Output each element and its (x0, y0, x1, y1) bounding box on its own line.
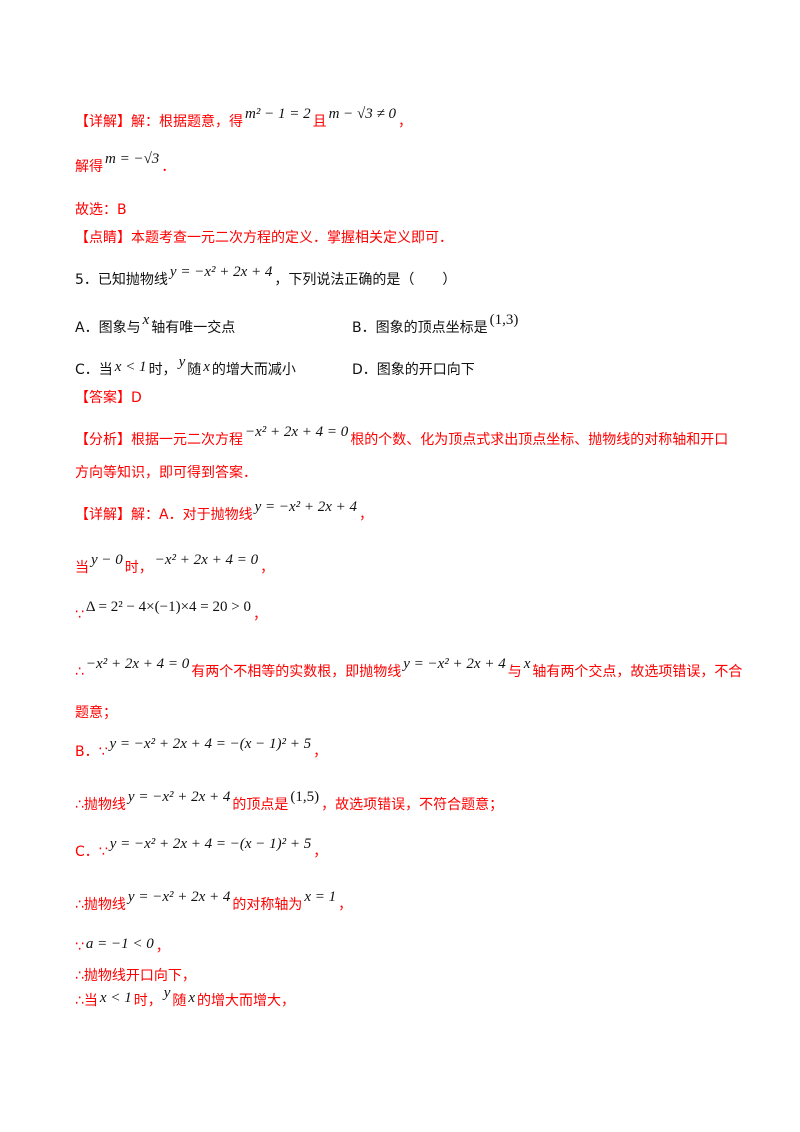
detail-label: 【详解】解：根据题意，得 (75, 114, 243, 130)
text: ， (252, 607, 267, 623)
text: 时， (148, 362, 177, 378)
text: 的增大而减小 (211, 362, 296, 378)
text: 与 (507, 664, 522, 680)
math-formula: y = −x² + 2x + 4 (169, 264, 273, 280)
option-d: D．图象的开口向下 (352, 362, 475, 378)
question-text: ，下列说法正确的是（ ） (274, 272, 457, 288)
text: 根的个数、化为顶点式求出顶点坐标、抛物线的对称轴和开口 (350, 432, 729, 448)
detail-line-11: ∴抛物线开口向下， (75, 968, 196, 984)
text: 有两个不相等的实数根，即抛物线 (191, 664, 402, 680)
math-formula: y = −x² + 2x + 4 = −(x − 1)² + 5 (109, 736, 312, 752)
math-formula: x < 1 (99, 990, 132, 1006)
math-formula: m² − 1 = 2 (245, 106, 311, 122)
detail-line-10: ∵a = −1 < 0， (75, 936, 170, 957)
question-text: 5．已知抛物线 (75, 272, 168, 288)
text: ． (161, 159, 176, 175)
text: 的对称轴为 (232, 897, 303, 913)
text: 随 (172, 993, 187, 1009)
text: B．图象的顶点坐标是 (352, 320, 488, 336)
math-formula: y (163, 985, 171, 1001)
math-formula: y − 0 (91, 552, 123, 568)
math-formula: x (188, 990, 196, 1006)
text: 解得 (75, 159, 103, 175)
option-b: B．图象的顶点坐标是(1,3) (352, 312, 520, 338)
text: 时， (124, 560, 153, 576)
detail-line-6: B．∵y = −x² + 2x + 4 = −(x − 1)² + 5， (75, 736, 328, 762)
math-formula: (1,5) (290, 789, 320, 805)
math-formula: y = −x² + 2x + 4 (254, 499, 358, 515)
math-formula: −x² + 2x + 4 = 0 (85, 656, 190, 672)
text: ， (398, 114, 412, 130)
text: 随 (187, 362, 202, 378)
answer-line: 【答案】D (75, 390, 142, 406)
math-formula: a = −1 < 0 (85, 936, 154, 952)
text: 的增大而增大， (197, 993, 296, 1009)
text: ， (155, 939, 170, 955)
text: ， (260, 560, 275, 576)
because-symbol: ∵ (75, 607, 84, 623)
text: ∴抛物线 (75, 897, 126, 913)
math-formula: x (203, 359, 210, 375)
math-formula: y = −x² + 2x + 4 = −(x − 1)² + 5 (109, 836, 312, 852)
text: ， (313, 844, 328, 860)
math-formula: y = −x² + 2x + 4 (403, 656, 506, 672)
text: A．图象与 (75, 320, 141, 336)
math-formula: −x² + 2x + 4 = 0 (154, 552, 259, 568)
text: 轴有两个交点，故选项错误，不合 (532, 664, 743, 680)
text: C．当 (75, 362, 113, 378)
text: 时， (133, 993, 162, 1009)
text: 轴有唯一交点 (151, 320, 236, 336)
text: ∴抛物线 (75, 797, 126, 813)
comment-line: 【点睛】本题考查一元二次方程的定义．掌握相关定义即可． (75, 230, 453, 246)
text: 当 (75, 560, 89, 576)
text: ∴当 (75, 993, 98, 1009)
math-formula: x < 1 (114, 359, 147, 375)
text: 【分析】根据一元二次方程 (75, 432, 243, 448)
text: C．∵ (75, 844, 108, 860)
math-formula: −x² + 2x + 4 = 0 (245, 424, 349, 440)
analysis-line-2: 方向等知识，即可得到答案． (75, 465, 257, 481)
text: 的顶点是 (232, 797, 289, 813)
text: B．∵ (75, 744, 108, 760)
math-formula: Δ = 2² − 4×(−1)×4 = 20 > 0 (85, 599, 251, 615)
text: ， (359, 507, 374, 523)
detail-line-3: ∵Δ = 2² − 4×(−1)×4 = 20 > 0， (75, 599, 267, 625)
text: ， (313, 744, 328, 760)
math-formula: y = −x² + 2x + 4 (127, 789, 231, 805)
detail-line-5: 题意； (75, 705, 117, 721)
math-formula: x = 1 (304, 889, 337, 905)
math-formula: x (523, 656, 531, 672)
text: ， (338, 897, 353, 913)
therefore-symbol: ∴ (75, 664, 84, 680)
math-formula: y (178, 354, 186, 370)
math-formula: x (142, 312, 150, 328)
detail-line-8: C．∵y = −x² + 2x + 4 = −(x − 1)² + 5， (75, 836, 328, 862)
math-formula: (1,3) (489, 312, 519, 328)
because-symbol: ∵ (75, 939, 84, 955)
math-formula: m = −√3 (105, 151, 160, 167)
math-formula: m − √3 ≠ 0 (328, 106, 396, 122)
math-formula: y = −x² + 2x + 4 (127, 889, 231, 905)
text: 且 (312, 114, 327, 130)
text: 【详解】解：A．对于抛物线 (75, 507, 253, 523)
text: ，故选项错误，不符合题意； (321, 797, 504, 813)
choice-line: 故选：B (75, 202, 127, 218)
